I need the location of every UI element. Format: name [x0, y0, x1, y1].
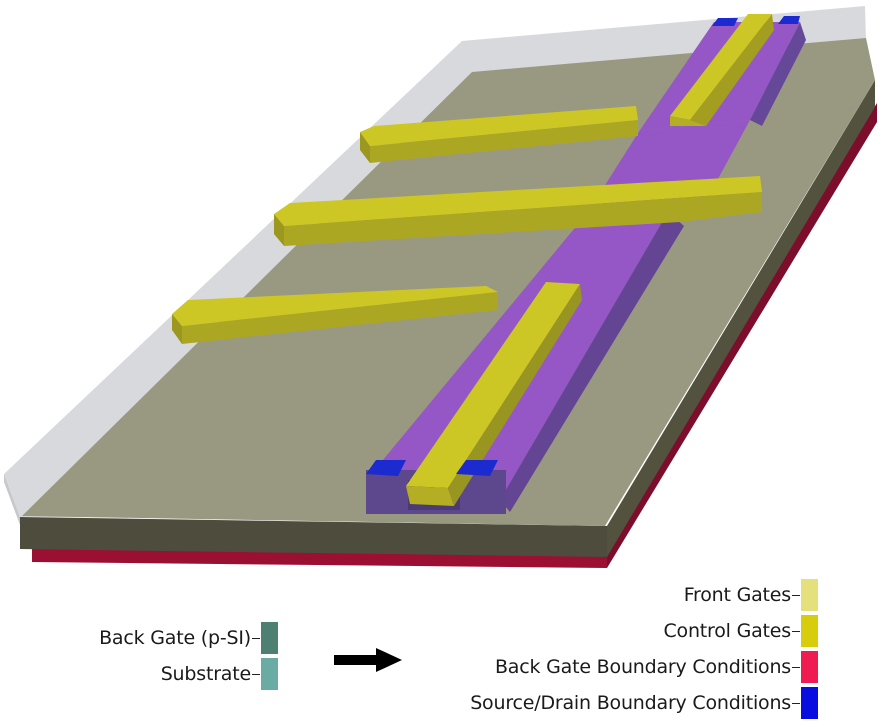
front-gate-upper-top: [670, 14, 772, 120]
oxide-layer-front: [4, 474, 20, 525]
legend-label-back-gate: Back Gate (p-SI): [99, 627, 251, 649]
legend-tick: [792, 666, 800, 668]
device-3d-render: [4, 6, 877, 568]
control-gate-3-front: [172, 314, 182, 344]
channel-lower-side: [500, 212, 684, 512]
legend-item-back-gate-bc: Back Gate Boundary Conditions: [494, 651, 818, 683]
front-gate-upper-side: [690, 14, 774, 126]
legend-tick: [252, 637, 260, 639]
legend-item-back-gate: Back Gate (p-SI): [99, 622, 278, 654]
front-gate-lower-front: [406, 486, 454, 506]
legend-label-front-gates: Front Gates: [683, 584, 792, 606]
back-gate-boundary-side: [607, 103, 877, 568]
legend-label-source-drain-bc: Source/Drain Boundary Conditions: [470, 692, 791, 714]
legend-swatch-back-gate: [261, 622, 278, 654]
legend-swatch-control-gates: [801, 615, 818, 647]
legend-item-source-drain-bc: Source/Drain Boundary Conditions: [470, 687, 818, 719]
control-gate-3-top: [172, 286, 498, 326]
legend-tick: [792, 594, 800, 596]
legend-label-control-gates: Control Gates: [663, 620, 791, 642]
legend-tick: [252, 673, 260, 675]
control-gate-2-body: [284, 192, 762, 246]
front-gate-lower-side: [448, 284, 582, 506]
legend-item-substrate: Substrate: [160, 658, 278, 690]
source-contact-upper-left: [712, 18, 738, 26]
control-gate-1-body: [370, 120, 638, 163]
legend-swatch-source-drain-bc: [801, 687, 818, 719]
control-gate-1-top: [360, 106, 638, 146]
back-gate-slab-side: [607, 80, 875, 557]
control-gate-1-front: [360, 132, 370, 163]
control-gate-3-body: [182, 292, 498, 344]
legend-swatch-substrate: [261, 658, 278, 690]
front-gate-lower-top: [406, 282, 580, 488]
legend-label-substrate: Substrate: [160, 663, 252, 685]
arrow-right-icon: [334, 648, 402, 672]
drain-contact-lower-right: [456, 460, 498, 476]
legend-label-back-gate-bc: Back Gate Boundary Conditions: [494, 656, 791, 678]
back-gate-slab-front: [20, 517, 607, 557]
control-gate-2-front: [274, 214, 284, 246]
legend-tick: [792, 630, 800, 632]
legend-swatch-front-gates: [801, 579, 818, 611]
legend-item-front-gates: Front Gates: [683, 579, 818, 611]
legend-tick: [792, 702, 800, 704]
front-gate-upper-front: [670, 116, 706, 126]
source-contact-lower-left: [366, 460, 406, 476]
control-gate-2-top: [274, 176, 762, 226]
channel-upper-side: [750, 22, 806, 126]
legend-swatch-back-gate-bc: [801, 651, 818, 683]
legend-item-control-gates: Control Gates: [663, 615, 818, 647]
drain-contact-upper-right: [778, 16, 800, 24]
